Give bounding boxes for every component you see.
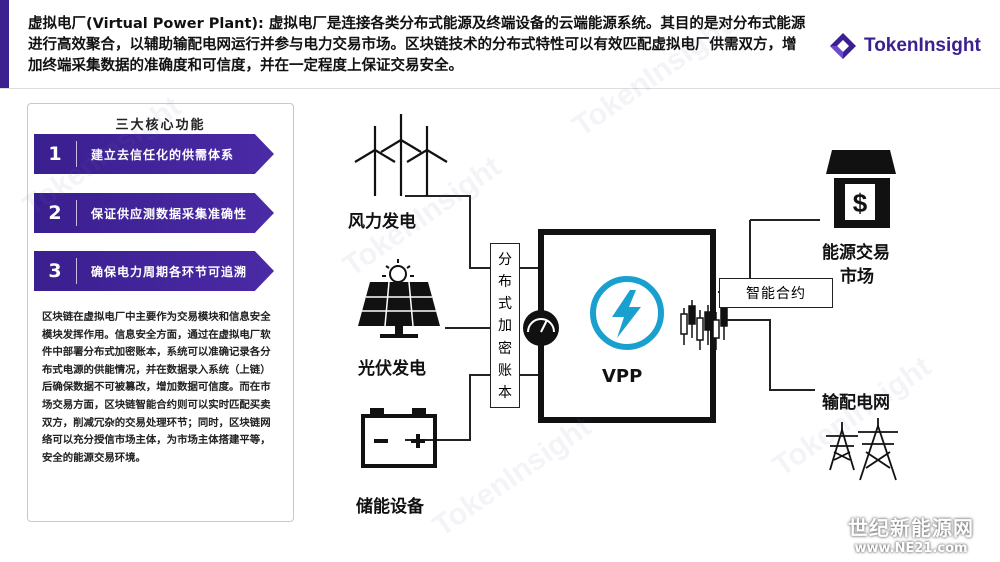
function-text: 保证供应测数据采集准确性 (91, 206, 248, 221)
storage-label: 储能设备 (356, 497, 424, 517)
ledger-char: 密 (498, 340, 512, 357)
solar-label: 光伏发电 (358, 359, 426, 379)
lightning-icon (590, 276, 664, 350)
wind-label: 风力发电 (348, 212, 416, 232)
function-number: 1 (48, 143, 62, 165)
market-label-1: 能源交易 (822, 243, 890, 263)
grid-label: 输配电网 (822, 393, 890, 413)
site-watermark: 世纪新能源网 www.NE21.com (848, 512, 974, 556)
solar-panel-icon (358, 259, 440, 338)
function-number: 2 (48, 202, 62, 224)
logo-icon (830, 33, 856, 59)
vpp-label: VPP (602, 366, 643, 387)
logo-text: TokenInsight (864, 35, 981, 56)
function-item: 3 确保电力周期各环节可追溯 (34, 251, 274, 291)
power-tower-icon (826, 418, 898, 481)
ledger-char: 式 (498, 296, 512, 313)
storefront-icon: $ (826, 150, 896, 228)
wind-turbine-icon (354, 114, 448, 196)
panel-paragraph: 区块链在虚拟电厂中主要作为交易模块和信息安全模块发挥作用。信息安全方面，通过在虚… (42, 311, 271, 464)
battery-icon (361, 408, 437, 468)
panel-title: 三大核心功能 (115, 118, 206, 133)
function-item: 2 保证供应测数据采集准确性 (34, 193, 274, 233)
market-label-2: 市场 (840, 267, 874, 287)
function-number: 3 (48, 260, 62, 282)
ledger-box: 分 布 式 加 密 账 本 (490, 243, 520, 408)
divider (0, 88, 1000, 89)
brand-logo: TokenInsight (828, 30, 981, 62)
site-url: www.NE21.com (854, 541, 968, 556)
ledger-char: 账 (498, 362, 512, 379)
function-separator (76, 200, 77, 226)
function-item: 1 建立去信任化的供需体系 (34, 134, 274, 174)
function-separator (76, 141, 77, 167)
svg-text:$: $ (853, 188, 868, 218)
accent-bar (0, 0, 9, 88)
connector-lines (405, 195, 820, 441)
smart-contract-box: 智能合约 (719, 278, 833, 308)
site-name: 世纪新能源网 (848, 516, 974, 540)
function-text: 建立去信任化的供需体系 (91, 147, 235, 162)
header-text: 虚拟电厂(Virtual Power Plant): 虚拟电厂是连接各类分布式能… (28, 16, 806, 74)
core-functions-panel: 三大核心功能 1 建立去信任化的供需体系 2 保证供应测数据采集准确性 3 确保… (27, 103, 294, 522)
function-separator (76, 258, 77, 284)
ledger-char: 布 (498, 274, 512, 291)
gauge-icon (523, 310, 559, 346)
ledger-char: 加 (498, 318, 512, 335)
ledger-char: 本 (498, 384, 512, 401)
ledger-char: 分 (498, 252, 512, 269)
function-text: 确保电力周期各环节可追溯 (91, 264, 248, 279)
